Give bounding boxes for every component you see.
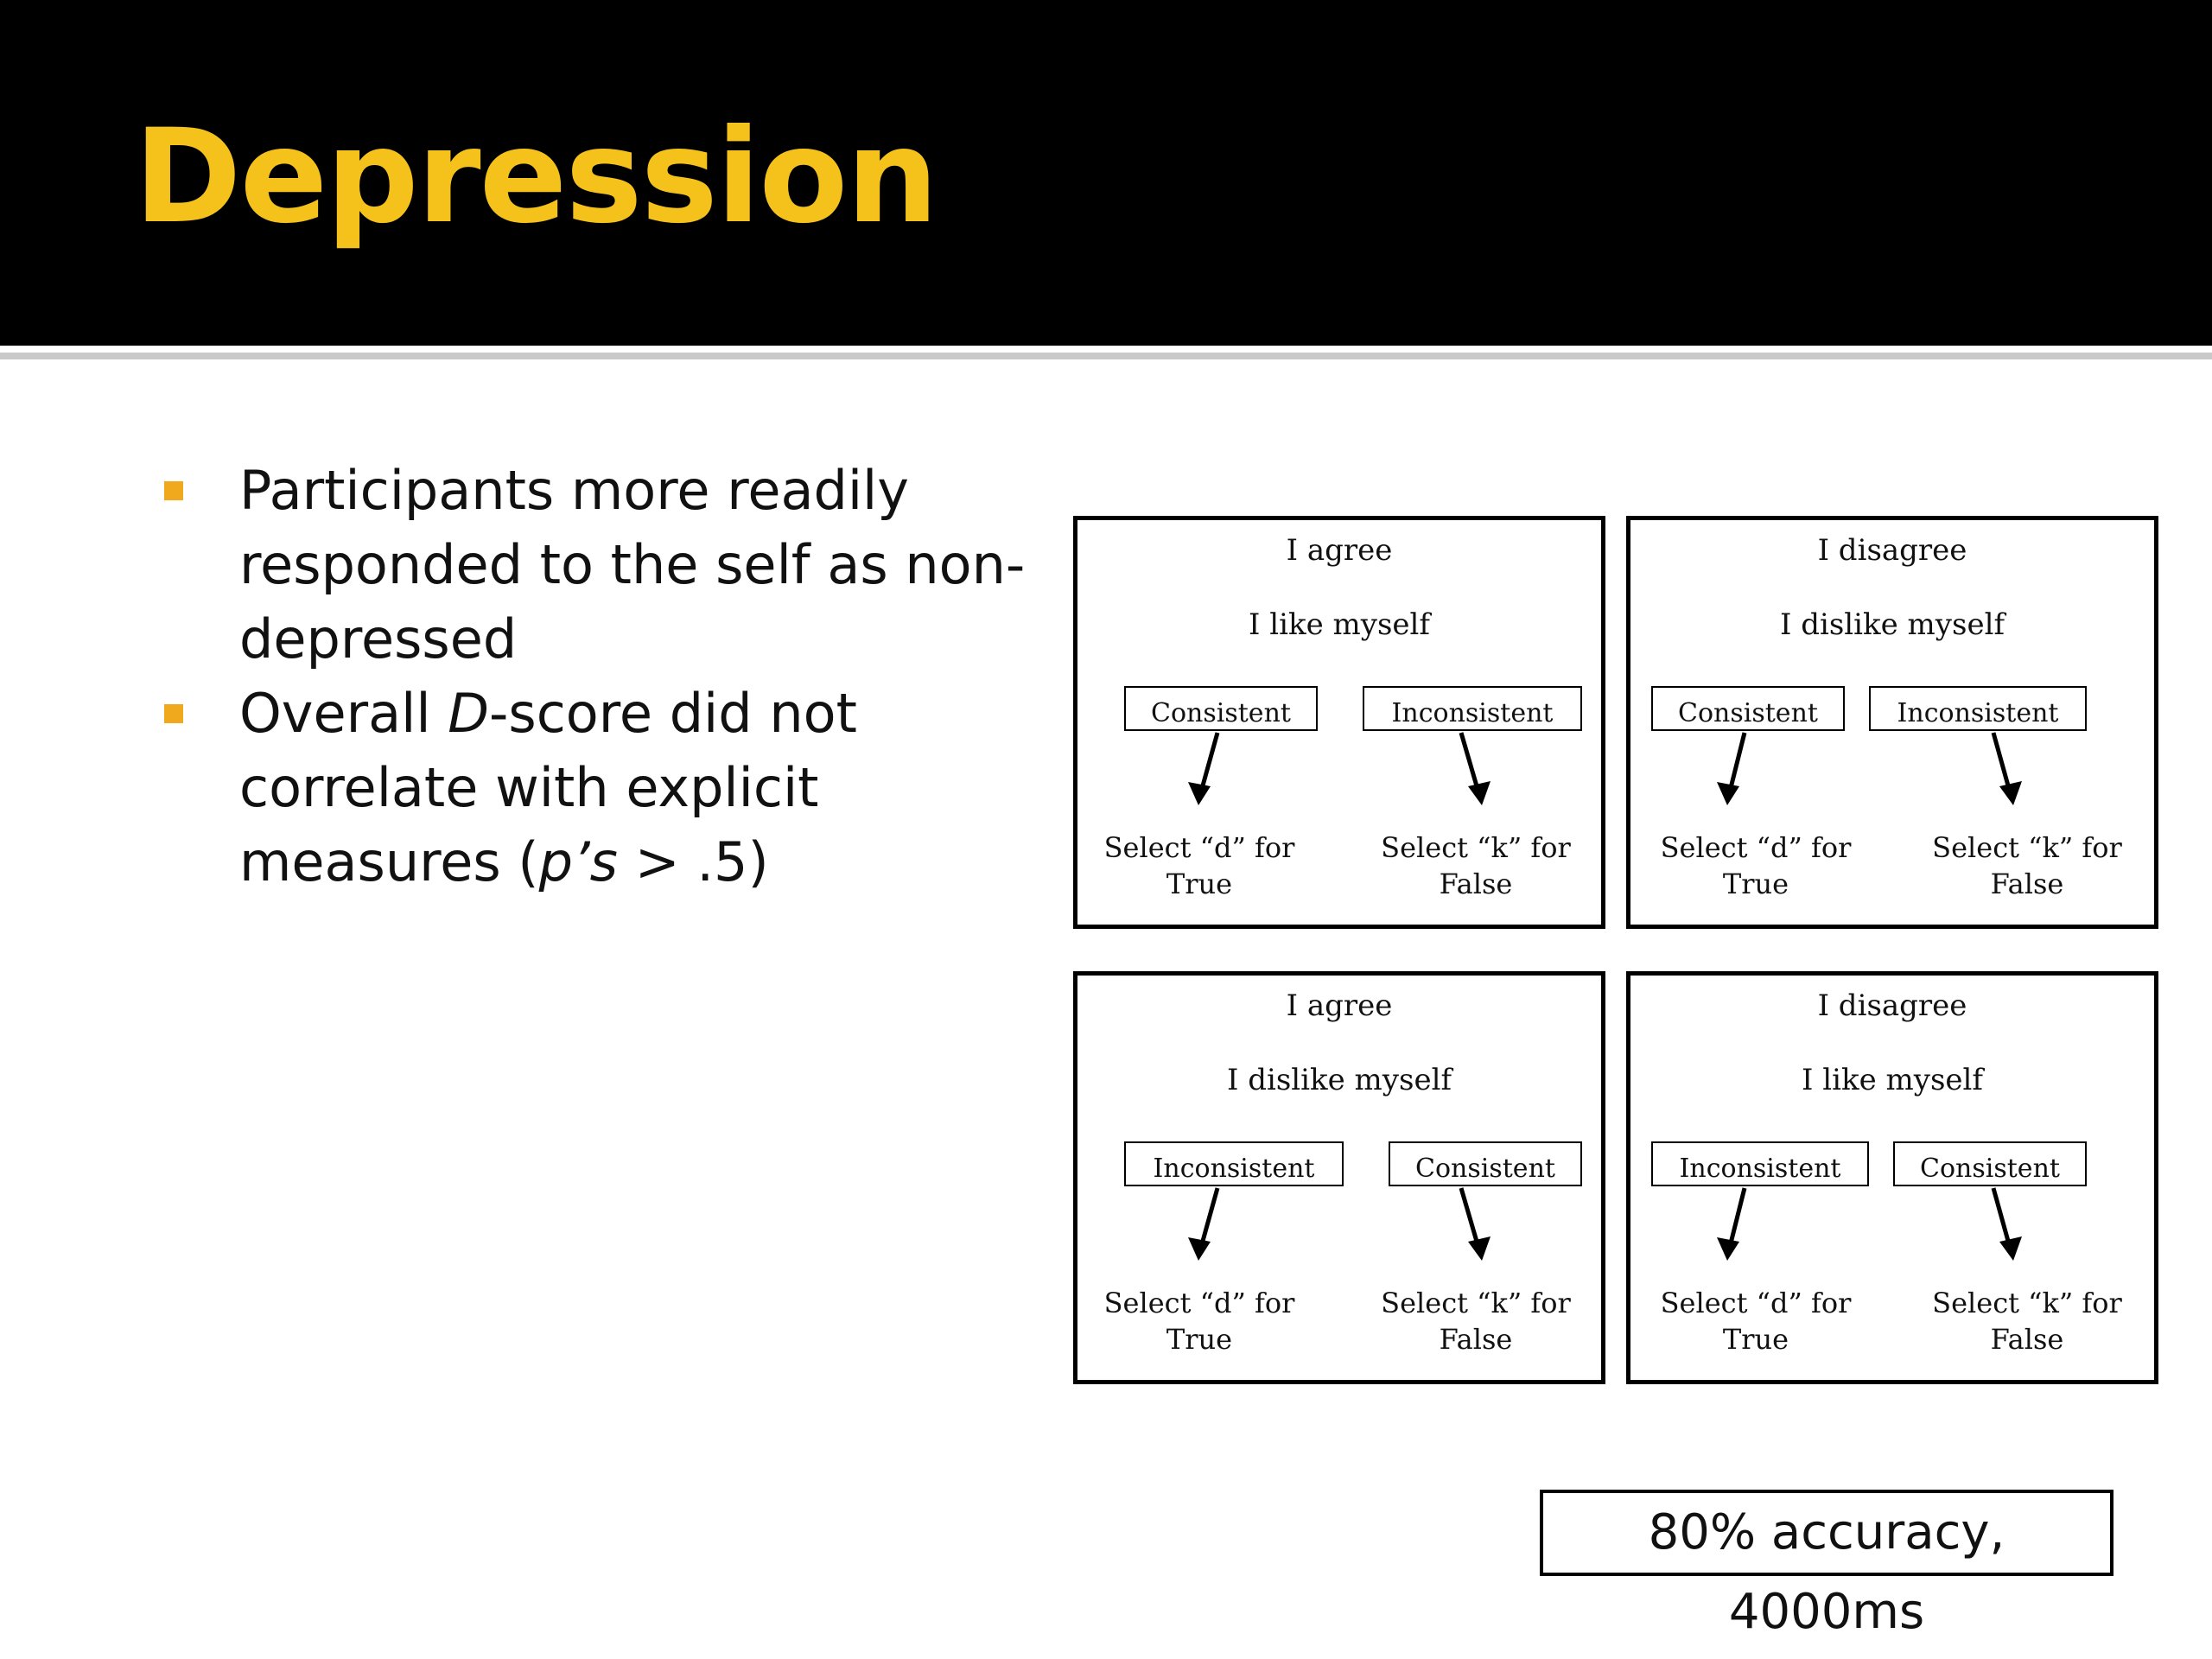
left-arrow-icon	[1188, 732, 1220, 805]
trial-panel: I agree I dislike myself Inconsistent Co…	[1073, 971, 1605, 1384]
statement-label: I dislike myself	[1226, 1063, 1452, 1097]
left-response-instruction: Select “d” for True	[1103, 1287, 1295, 1356]
bullet-item: Participants more readily responded to t…	[160, 454, 1084, 677]
right-response-instruction: Select “k” for False	[1932, 831, 2122, 900]
statement-label: I dislike myself	[1779, 607, 2005, 642]
right-category-box: Consistent	[1389, 1141, 1582, 1186]
bullet-list: Participants more readily responded to t…	[160, 454, 1084, 899]
left-arrow-icon	[1188, 1187, 1220, 1261]
left-category-box: Consistent	[1651, 686, 1845, 731]
bullet-square-icon	[164, 704, 183, 723]
left-response-instruction: Select “d” for True	[1660, 831, 1852, 900]
left-arrow-icon	[1717, 732, 1747, 805]
slide-title: Depression	[134, 102, 938, 252]
bullet-text: Participants more readily responded to t…	[239, 459, 1026, 671]
response-label: I disagree	[1817, 988, 1967, 1023]
right-arrow-icon	[1991, 1187, 2022, 1261]
right-response-instruction: Select “k” for False	[1381, 831, 1571, 900]
arrows	[1188, 1187, 1491, 1261]
bullet-item: Overall D-score did not correlate with e…	[160, 677, 1084, 899]
left-response-instruction: Select “d” for True	[1660, 1287, 1852, 1356]
right-category-box: Inconsistent	[1869, 686, 2087, 731]
d-score-symbol: D	[448, 682, 490, 745]
trial-panel: I agree I like myself Consistent Inconsi…	[1073, 516, 1605, 929]
left-category-box: Inconsistent	[1651, 1141, 1869, 1186]
right-response-instruction: Select “k” for False	[1932, 1287, 2122, 1356]
statement-label: I like myself	[1249, 607, 1430, 642]
trial-panel: I disagree I like myself Inconsistent Co…	[1626, 971, 2158, 1384]
response-label: I disagree	[1817, 533, 1967, 568]
response-label: I agree	[1286, 988, 1393, 1023]
bullet-square-icon	[164, 481, 183, 500]
left-category-box: Inconsistent	[1124, 1141, 1344, 1186]
right-response-instruction: Select “k” for False	[1381, 1287, 1571, 1356]
right-arrow-icon	[1459, 732, 1491, 805]
arrows	[1717, 1187, 2022, 1261]
statement-label: I like myself	[1802, 1063, 1983, 1097]
left-response-instruction: Select “d” for True	[1103, 831, 1295, 900]
right-category-box: Consistent	[1893, 1141, 2087, 1186]
p-value-symbol: p’s	[538, 830, 618, 893]
left-category-box: Consistent	[1124, 686, 1318, 731]
bullet-text: Overall	[239, 682, 448, 745]
right-arrow-icon	[1459, 1187, 1491, 1261]
right-category-box: Inconsistent	[1363, 686, 1582, 731]
slide-header	[0, 0, 2212, 346]
response-label: I agree	[1286, 533, 1393, 568]
bullet-text: -score did not correlate with explicit m…	[239, 682, 857, 893]
accuracy-note: 80% accuracy, 4000ms	[1540, 1490, 2113, 1640]
header-divider	[0, 353, 2212, 359]
bullet-text: > .5)	[617, 830, 769, 893]
left-arrow-icon	[1717, 1187, 1747, 1261]
arrows	[1188, 732, 1491, 805]
right-arrow-icon	[1991, 732, 2022, 805]
arrows	[1717, 732, 2022, 805]
trial-panel: I disagree I dislike myself Consistent I…	[1626, 516, 2158, 929]
